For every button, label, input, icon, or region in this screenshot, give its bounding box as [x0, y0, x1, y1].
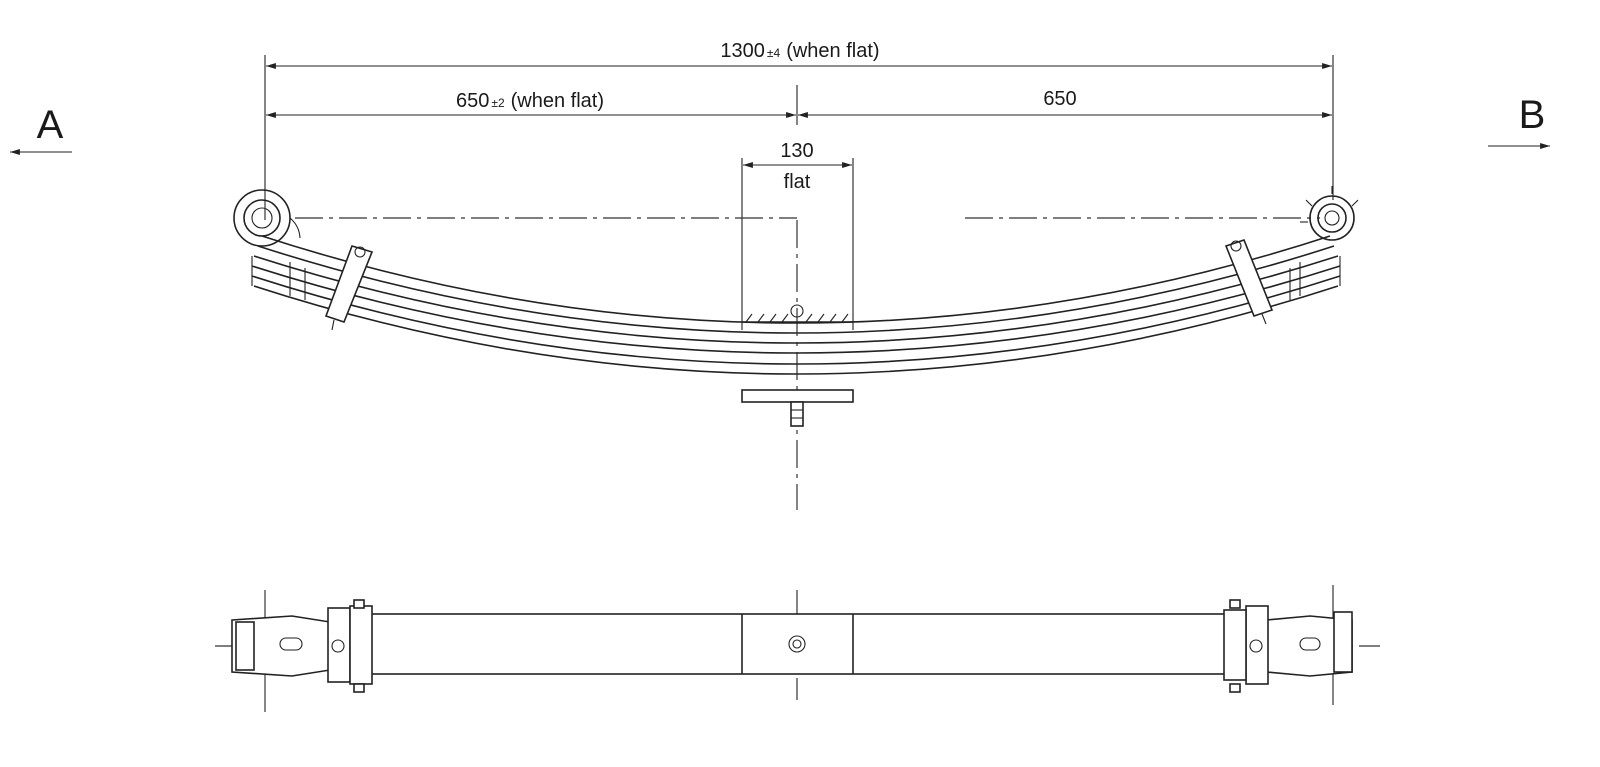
center-flat-note: flat — [784, 171, 811, 193]
dimension-half-lengths: 650±2(when flat) 650 — [266, 85, 1332, 125]
leaf-spring-plan-view — [215, 585, 1380, 712]
view-label-b: B — [1519, 93, 1546, 137]
left-half-tolerance: ±2 — [491, 96, 505, 110]
overall-length-tolerance: ±4 — [767, 46, 781, 60]
left-half-note: (when flat) — [511, 90, 604, 112]
overall-length-value: 1300 — [720, 40, 765, 62]
view-label-a: A — [37, 103, 64, 147]
left-half-value: 650 — [456, 90, 489, 112]
left-rebound-clip — [324, 245, 374, 331]
leaf-spring-front-view — [233, 186, 1359, 427]
right-half-value: 650 — [1043, 88, 1076, 110]
dimension-overall-length: 1300±4 (when flat) — [264, 40, 1334, 220]
center-bolt-seat — [741, 304, 854, 427]
view-arrow-b: B — [1488, 93, 1550, 149]
svg-text:1300±4(when flat): 1300±4 (when flat) — [720, 40, 879, 62]
overall-length-note: (when flat) — [786, 40, 879, 62]
center-flat-value: 130 — [780, 140, 813, 162]
svg-text:650±2(when flat): 650±2 (when flat) — [456, 90, 604, 112]
dimension-center-flat: 130 flat — [741, 140, 854, 330]
right-rebound-clip — [1224, 239, 1274, 325]
centerlines-front-view — [295, 217, 1320, 510]
view-arrow-a: A — [9, 103, 72, 155]
